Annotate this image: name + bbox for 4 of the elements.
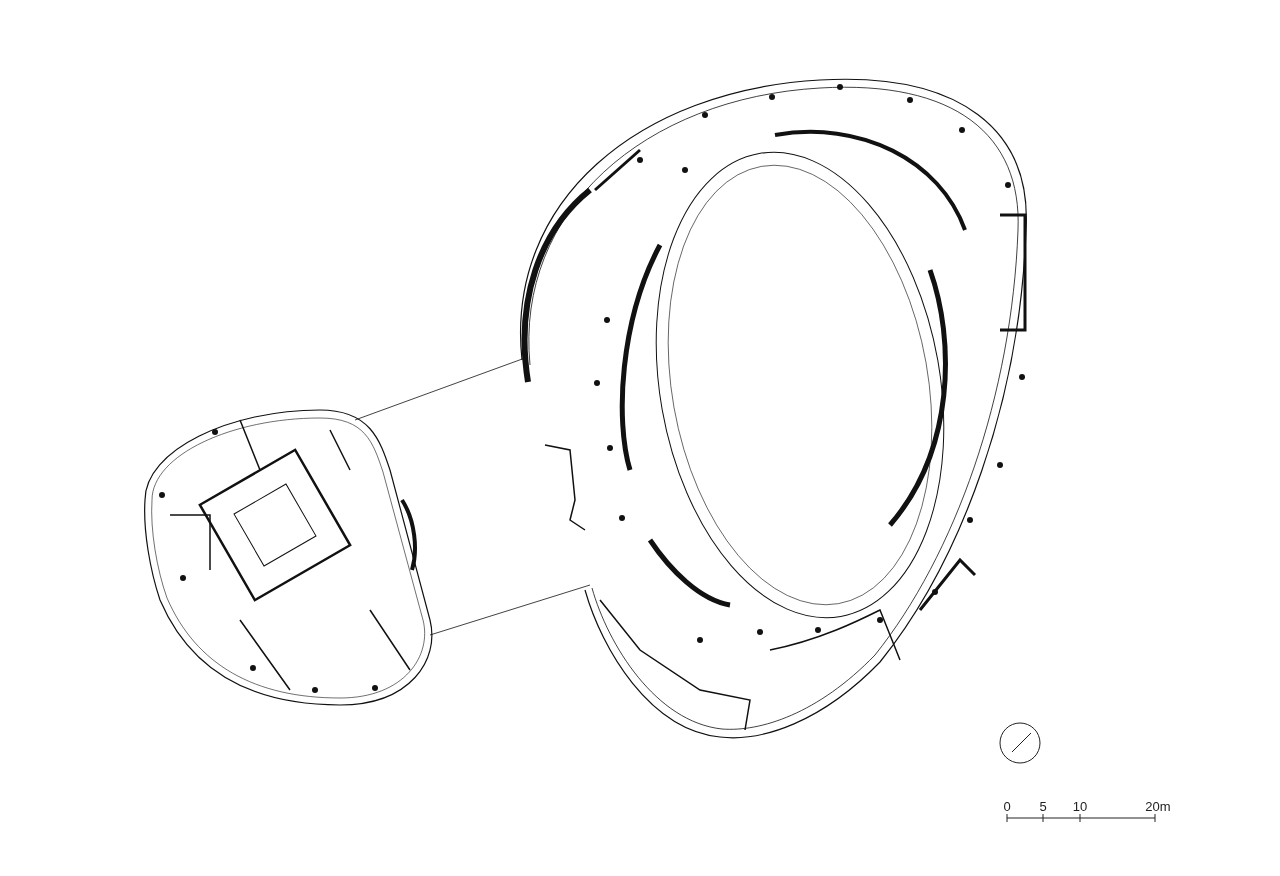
scale-label: 0: [1003, 800, 1011, 814]
scale-label: 10: [1072, 800, 1088, 814]
scale-label: 20m: [1145, 800, 1171, 814]
scale-label: 5: [1039, 800, 1047, 814]
